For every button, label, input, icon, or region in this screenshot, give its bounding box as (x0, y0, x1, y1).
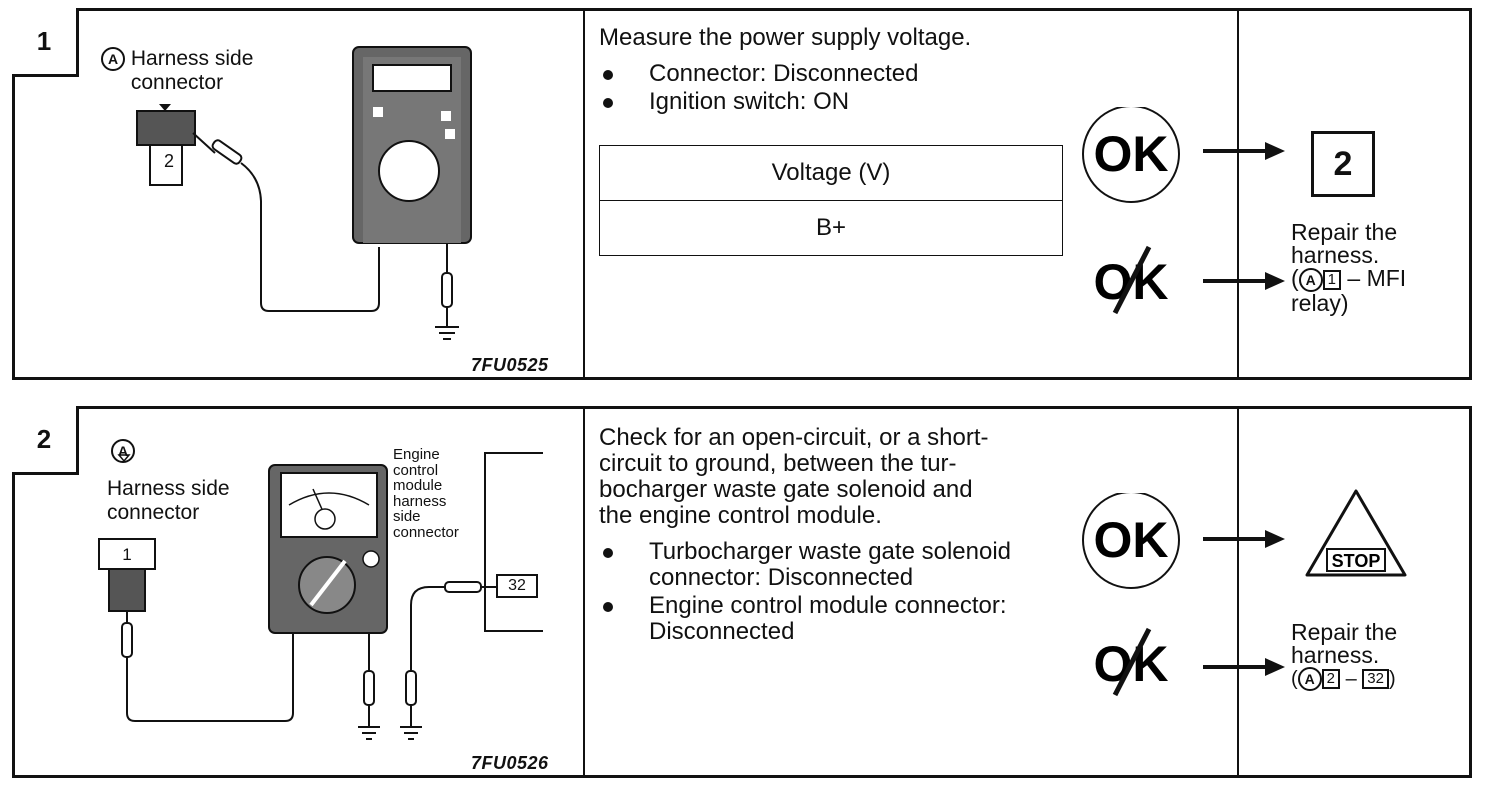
connector-label: A Harness side connector (101, 47, 281, 95)
ok-arrow (1203, 142, 1285, 160)
connector-pin-number: 2 (163, 151, 174, 171)
ng-arrow (1203, 658, 1285, 676)
condition-list: Turbocharger waste gate solenoid connect… (599, 539, 1029, 645)
column-divider (583, 409, 585, 775)
spec-value: B+ (599, 200, 1063, 256)
ecm-pin-number: 32 (508, 577, 526, 594)
connector-symbol: A (101, 47, 125, 71)
next-step-box: 2 (1311, 131, 1375, 197)
column-divider (583, 11, 585, 377)
ng-mark: OK (1094, 245, 1169, 315)
ng-arrow (1203, 272, 1285, 290)
svg-text:OK: OK (1094, 512, 1169, 568)
instruction-block: Measure the power supply voltage. Connec… (599, 25, 1059, 117)
svg-text:STOP: STOP (1332, 551, 1381, 571)
step-1-panel: 1 A Harness side connector 2 7FU0525 Me (12, 8, 1472, 380)
condition-item: Turbocharger waste gate solenoid connect… (599, 539, 1029, 591)
ecm-connector-label: Engine control module harness side conne… (393, 446, 459, 541)
connector-label: Harness side connector (107, 477, 230, 524)
instruction-block: Check for an open-circuit, or a short- c… (599, 425, 1069, 647)
ng-mark: OK (1094, 627, 1169, 697)
step-number: 1 (12, 8, 79, 77)
svg-text:OK: OK (1094, 126, 1169, 182)
connector-symbol: A (111, 439, 135, 463)
condition-item: Engine control module connector: Disconn… (599, 593, 1029, 645)
instruction-title: Measure the power supply voltage. (599, 24, 972, 51)
spec-header: Voltage (V) (599, 145, 1063, 201)
voltmeter-illustration (136, 46, 472, 340)
column-divider (1237, 11, 1239, 377)
spec-table: Voltage (V) B+ (599, 145, 1063, 256)
ok-mark: OK (1082, 493, 1180, 589)
condition-item: Ignition switch: ON (599, 89, 1059, 115)
step-number: 2 (12, 406, 79, 475)
connector-pin-number: 1 (122, 545, 132, 564)
ok-mark: OK (1082, 107, 1180, 203)
step-2-panel: 2 (12, 406, 1472, 778)
figure-code: 7FU0526 (471, 753, 549, 773)
stop-triangle-icon: STOP (1305, 489, 1407, 577)
figure-code: 7FU0525 (471, 355, 549, 375)
ohmmeter-illustration (98, 452, 543, 740)
ok-arrow (1203, 530, 1285, 548)
condition-item: Connector: Disconnected (599, 61, 1059, 87)
column-divider (1237, 409, 1239, 775)
condition-list: Connector: Disconnected Ignition switch:… (599, 61, 1059, 115)
